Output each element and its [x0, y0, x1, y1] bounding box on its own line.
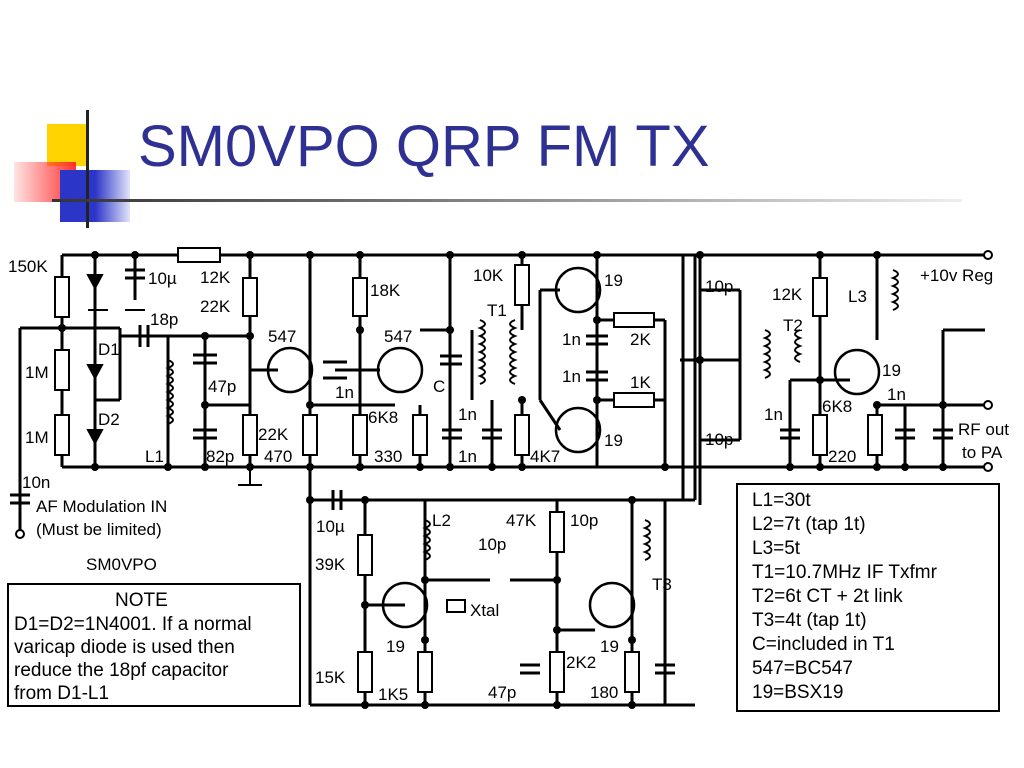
label-r6k8-b: 6K8 — [822, 397, 852, 416]
label-c10u-b: 10µ — [316, 517, 345, 536]
label-supply: +10v Reg — [920, 266, 993, 285]
label-r12k-a: 12K — [200, 268, 231, 287]
label-r180: 180 — [590, 683, 618, 702]
label-rf-out: RF out — [958, 420, 1009, 439]
label-d1: D1 — [98, 340, 120, 359]
note-line: varicap diode is used then — [14, 637, 235, 658]
slide-logo — [0, 0, 160, 240]
label-r15k: 15K — [315, 668, 346, 687]
label-c1n-b: 1n — [458, 405, 477, 424]
label-c10p-d: 10p — [570, 511, 598, 530]
label-r2k2: 2K2 — [566, 653, 596, 672]
label-r22k-b: 22K — [258, 425, 289, 444]
label-c82p: 82p — [206, 447, 234, 466]
label-q547-a: 547 — [268, 327, 296, 346]
legend-line: T1=10.7MHz IF Txfmr — [752, 562, 938, 583]
legend-line: L3=5t — [752, 538, 801, 559]
logo-vertical-line — [86, 110, 89, 228]
legend-line: C=included in T1 — [752, 634, 895, 655]
label-c10p-c: 10p — [478, 535, 506, 554]
legend-line: T2=6t CT + 2t link — [752, 586, 903, 607]
label-c47p: 47p — [208, 377, 236, 396]
label-l1: L1 — [145, 447, 164, 466]
label-r470: 470 — [264, 447, 292, 466]
circuit-crystal — [446, 599, 466, 613]
label-r1m-b: 1M — [25, 428, 49, 447]
legend-line: 19=BSX19 — [752, 682, 843, 703]
label-q19-a: 19 — [604, 271, 623, 290]
label-q19-e: 19 — [600, 637, 619, 656]
label-q19-b: 19 — [604, 431, 623, 450]
circuit-resistors — [54, 247, 883, 693]
label-c1n-g: 1n — [887, 385, 906, 404]
note-heading: NOTE — [115, 590, 168, 611]
component-legend-box: L1=30t L2=7t (tap 1t) L3=5t T1=10.7MHz I… — [736, 483, 1000, 712]
component-labels: 150K 10µ 12K 22K 1M 1M D1 D2 18p 47p 82p… — [8, 257, 1009, 704]
logo-blue-square — [60, 170, 130, 222]
label-c10u-top: 10µ — [148, 269, 177, 288]
note-box: NOTE D1=D2=1N4001. If a normal varicap d… — [7, 583, 301, 707]
label-r1k: 1K — [630, 373, 651, 392]
label-r10k: 10K — [473, 266, 504, 285]
label-c1n-f: 1n — [764, 405, 783, 424]
label-c18p: 18p — [150, 310, 178, 329]
label-af-in: AF Modulation IN — [36, 497, 167, 516]
label-r4k7: 4K7 — [530, 447, 560, 466]
label-c-in-t1: C — [433, 377, 445, 396]
label-af-note: (Must be limited) — [36, 520, 162, 539]
circuit-coils — [165, 269, 899, 561]
label-q19-d: 19 — [386, 637, 405, 656]
label-r150k: 150K — [8, 257, 48, 276]
label-c10p-a: 10p — [705, 277, 733, 296]
note-line: from D1-L1 — [14, 683, 109, 704]
label-q547-b: 547 — [384, 327, 412, 346]
label-to-pa: to PA — [962, 443, 1003, 462]
label-r220: 220 — [828, 447, 856, 466]
label-r330: 330 — [374, 447, 402, 466]
label-c1n-e: 1n — [562, 367, 581, 386]
label-r1m-a: 1M — [25, 363, 49, 382]
note-line: D1=D2=1N4001. If a normal — [14, 614, 252, 635]
label-t3: T3 — [652, 575, 672, 594]
label-q19-c: 19 — [882, 361, 901, 380]
note-line: reduce the 18pf capacitor — [14, 660, 229, 681]
label-r18k: 18K — [370, 281, 401, 300]
label-t1: T1 — [487, 301, 507, 320]
label-l2: L2 — [432, 511, 451, 530]
circuit-terminals — [15, 250, 993, 539]
legend-line: L2=7t (tap 1t) — [752, 514, 866, 535]
circuit-nodes — [58, 251, 947, 709]
label-r22k-a: 22K — [200, 297, 231, 316]
label-author: SM0VPO — [86, 555, 157, 574]
label-r1k5: 1K5 — [378, 685, 408, 704]
label-l3: L3 — [848, 287, 867, 306]
label-c10n: 10n — [22, 473, 50, 492]
label-r12k-b: 12K — [772, 285, 803, 304]
label-t2: T2 — [783, 316, 803, 335]
label-r47k: 47K — [506, 511, 537, 530]
circuit-capacitors — [10, 268, 953, 675]
logo-yellow-square — [47, 124, 89, 166]
label-vr2k: 2K — [630, 330, 651, 349]
label-c10p-b: 10p — [705, 430, 733, 449]
label-c1n-d: 1n — [562, 330, 581, 349]
legend-line: L1=30t — [752, 490, 811, 511]
label-d2: D2 — [98, 410, 120, 429]
ground-symbols — [88, 309, 262, 486]
legend-line: 547=BC547 — [752, 658, 853, 679]
circuit-diodes — [86, 274, 104, 446]
legend-line: T3=4t (tap 1t) — [752, 610, 867, 631]
label-c47p-b: 47p — [488, 683, 516, 702]
circuit-transistors — [266, 266, 881, 629]
slide-title: SM0VPO QRP FM TX — [138, 114, 710, 179]
label-c1n-c: 1n — [458, 447, 477, 466]
label-r6k8-a: 6K8 — [368, 408, 398, 427]
label-xtal: Xtal — [470, 601, 499, 620]
title-underline — [52, 199, 962, 202]
label-c1n-a: 1n — [335, 383, 354, 402]
label-r39k: 39K — [315, 555, 346, 574]
